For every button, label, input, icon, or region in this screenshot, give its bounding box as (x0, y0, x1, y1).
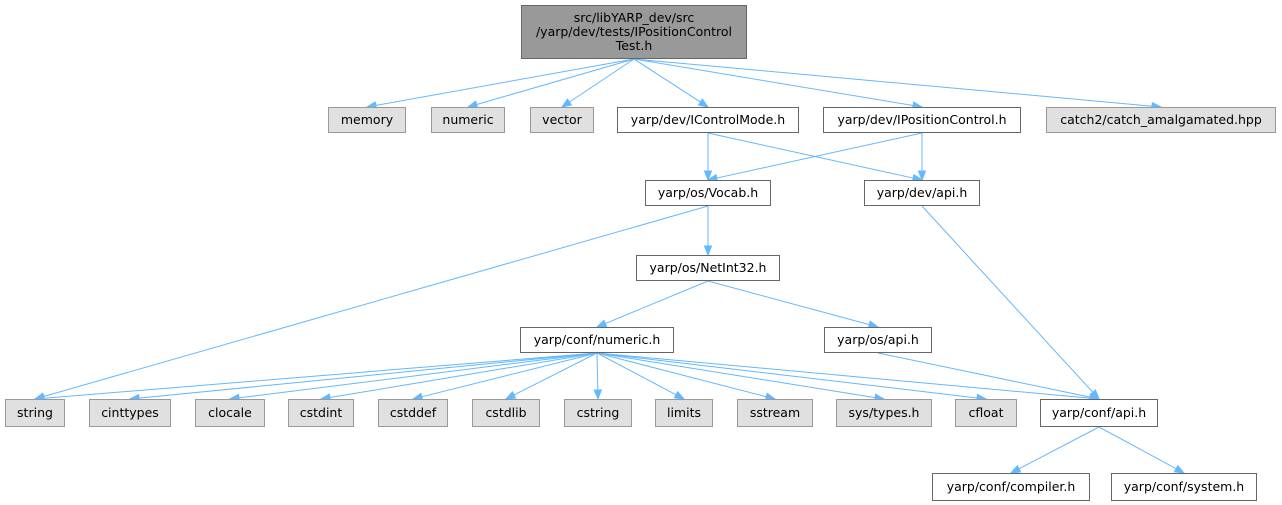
edge-confnumeric-to-cstddef (421, 352, 598, 398)
edge-confnumeric-to-cstdint (329, 352, 598, 399)
node-vector: vector (530, 107, 594, 133)
edge-confnumeric-to-string (43, 352, 598, 399)
node-clocale: clocale (195, 399, 265, 427)
edge-confnumeric-to-cstdlib (513, 352, 598, 396)
node-cstdlib: cstdlib (472, 399, 540, 427)
node-conf-compiler-link[interactable]: yarp/conf/compiler.h (932, 473, 1090, 501)
node-sstream: sstream (737, 399, 813, 427)
node-string: string (5, 399, 65, 427)
edge-confapi-to-system (1098, 426, 1177, 470)
node-limits: limits (655, 399, 713, 427)
node-cstdint: cstdint (288, 399, 354, 427)
edge-root-to-numeric (476, 58, 635, 105)
node-vocab-link[interactable]: yarp/os/Vocab.h (645, 180, 771, 206)
edge-vocab-to-string (43, 205, 709, 397)
edge-root-to-memory (375, 58, 635, 106)
edge-confnumeric-to-cstring (596, 352, 599, 391)
arrowhead-netint32-to-confnumeric (595, 319, 608, 328)
edge-netint32-to-osapi (707, 280, 870, 326)
node-cstddef: cstddef (378, 399, 448, 427)
node-conf-system-link[interactable]: yarp/conf/system.h (1111, 473, 1257, 501)
arrowhead-confapi-to-compiler (1009, 464, 1022, 474)
arrowhead-confnumeric-to-cstring (593, 389, 603, 401)
node-conf-api-link[interactable]: yarp/conf/api.h (1040, 399, 1158, 427)
root-file-node: src/libYARP_dev/src /yarp/dev/tests/IPos… (521, 5, 747, 59)
arrowhead-root-to-icontrolmode (697, 98, 710, 108)
edge-ipositioncontrol-to-vocab (716, 132, 923, 179)
node-icontrolmode-link[interactable]: yarp/dev/IControlMode.h (617, 107, 799, 133)
edge-icontrolmode-to-devapi (707, 132, 914, 179)
edge-confnumeric-to-confapi (596, 352, 1091, 399)
arrowhead-confnumeric-to-limits (673, 390, 686, 400)
node-cstring: cstring (564, 399, 632, 427)
edge-root-to-catch2 (633, 58, 1153, 107)
node-cfloat: cfloat (955, 399, 1017, 427)
edge-confnumeric-to-limits (596, 352, 677, 396)
arrowhead-vocab-to-netint32 (703, 245, 713, 257)
edge-confnumeric-to-cinttypes (138, 352, 598, 399)
arrowhead-root-to-vector (560, 98, 573, 108)
node-netint32-link[interactable]: yarp/os/NetInt32.h (636, 255, 780, 281)
node-numeric: numeric (431, 107, 505, 133)
node-os-api-link[interactable]: yarp/os/api.h (824, 327, 932, 353)
arrowhead-confnumeric-to-cstdlib (504, 390, 517, 400)
edge-osapi-to-confapi (877, 352, 1091, 398)
edge-confnumeric-to-clocale (238, 352, 598, 399)
edge-confnumeric-to-cfloat (596, 352, 978, 399)
edge-netint32-to-confnumeric (605, 280, 709, 325)
edge-confapi-to-compiler (1018, 426, 1100, 470)
edge-root-to-icontrolmode (633, 58, 701, 103)
edge-root-to-ipositioncontrol (633, 58, 914, 107)
node-ipositioncontrol-link[interactable]: yarp/dev/IPositionControl.h (823, 107, 1021, 133)
arrowhead-icontrolmode-to-vocab (703, 170, 713, 182)
edge-confnumeric-to-systypes (596, 352, 876, 399)
node-catch2: catch2/catch_amalgamated.hpp (1046, 107, 1276, 133)
node-conf-numeric-link[interactable]: yarp/conf/numeric.h (520, 327, 674, 353)
root-file-line-3: Test.h (615, 38, 653, 53)
node-dev-api-link[interactable]: yarp/dev/api.h (864, 180, 980, 206)
arrowhead-ipositioncontrol-to-devapi (917, 170, 927, 182)
node-sys-types: sys/types.h (836, 399, 932, 427)
edge-root-to-vector (569, 58, 635, 103)
edge-devapi-to-confapi (921, 205, 1094, 393)
edge-confnumeric-to-sstream (596, 352, 767, 398)
root-file-line-1: src/libYARP_dev/src (573, 10, 695, 25)
node-memory: memory (328, 107, 406, 133)
node-cinttypes: cinttypes (89, 399, 171, 427)
arrowhead-confapi-to-system (1173, 464, 1186, 474)
root-file-line-2: /yarp/dev/tests/IPositionControl (535, 24, 733, 39)
